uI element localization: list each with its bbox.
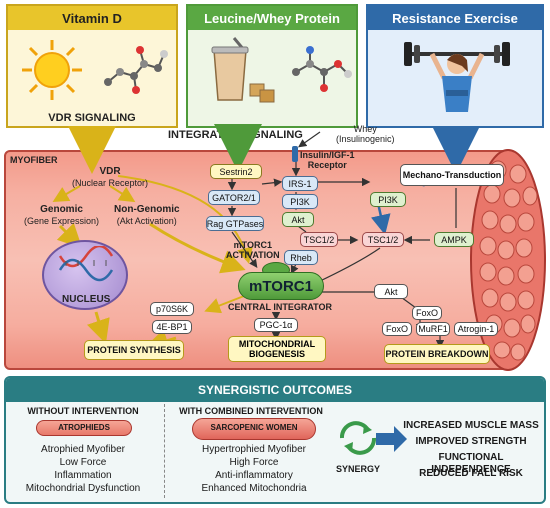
non-genomic-label: Non-Genomic (Akt Activation): [114, 204, 180, 226]
protein-synthesis-box: PROTEIN SYNTHESIS: [84, 340, 184, 360]
vdr-label: VDR (Nuclear Receptor): [72, 166, 148, 188]
synergy-cycle-icon: [340, 421, 376, 455]
mtorc1-activation-line1: mTORC1: [233, 240, 272, 250]
node-p70s6k[interactable]: p70S6K: [150, 302, 194, 316]
result-3: REDUCED FALL RISK: [419, 468, 523, 479]
with-heading: WITH COMBINED INTERVENTION: [179, 406, 323, 416]
vdr-signaling-caption: VDR SIGNALING: [48, 112, 136, 124]
without-item-3: Mitochondrial Dysfunction: [25, 483, 141, 494]
insulin-receptor-label: Insulin/IGF-1 Receptor: [300, 150, 355, 171]
node-rag-gtpases[interactable]: Rag GTPases: [206, 216, 264, 231]
node-atrogin1[interactable]: Atrogin-1: [454, 322, 498, 336]
node-tsc-right[interactable]: TSC1/2: [362, 232, 404, 247]
genomic-label: Genomic (Gene Expression): [24, 204, 99, 226]
vdr-sub: (Nuclear Receptor): [72, 177, 149, 188]
vdr-title: VDR: [99, 166, 121, 177]
synergy-label: SYNERGY: [335, 464, 380, 474]
whey-title: Whey: [353, 124, 377, 134]
result-0: INCREASED MUSCLE MASS: [403, 420, 539, 431]
exercise-title: Resistance Exercise: [368, 6, 542, 30]
protein-breakdown-box: PROTEIN BREAKDOWN: [384, 344, 490, 364]
vitamin-d-title: Vitamin D: [8, 6, 176, 30]
leucine-title: Leucine/Whey Protein: [188, 6, 356, 30]
non-genomic-sub: (Akt Activation): [116, 215, 177, 226]
mtorc1-activation-line2: ACTIVATION: [226, 250, 280, 261]
mito-line1: MITOCHONDRIAL: [238, 339, 316, 349]
weightlifter-icon: [404, 42, 510, 112]
exercise-panel: Resistance Exercise: [366, 4, 544, 128]
dna-icon: [58, 246, 114, 282]
genomic-title: Genomic: [40, 204, 83, 215]
outcomes-panel: SYNERGISTIC OUTCOMES: [4, 376, 546, 504]
node-irs1[interactable]: IRS-1: [282, 176, 318, 191]
divider: [164, 404, 165, 498]
insulin-receptor-title: Insulin/IGF-1: [300, 150, 355, 160]
mtorc1-activation-label: mTORC1 ACTIVATION: [226, 240, 280, 261]
without-item-2: Inflammation: [54, 470, 112, 481]
node-pi3k-right[interactable]: PI3K: [370, 192, 406, 207]
mito-box: MITOCHONDRIAL BIOGENESIS: [228, 336, 326, 362]
node-mechano-transduction[interactable]: Mechano-Transduction: [400, 164, 504, 186]
node-foxo[interactable]: FoxO: [382, 322, 412, 336]
myofiber-label: MYOFIBER: [10, 155, 58, 165]
node-rheb[interactable]: Rheb: [284, 250, 318, 265]
sun-icon: [22, 40, 82, 100]
shake-cup-icon: [211, 37, 275, 103]
atrophied-fiber: [36, 420, 132, 436]
without-heading: WITHOUT INTERVENTION: [27, 406, 139, 416]
node-pi3k-left[interactable]: PI3K: [282, 194, 318, 209]
atrophied-badge: ATROPHIEDS: [58, 423, 110, 432]
node-ampk[interactable]: AMPK: [434, 232, 474, 247]
molecule-icon: [104, 46, 168, 94]
without-item-0: Atrophied Myofiber: [41, 444, 125, 455]
whey-sub: (Insulinogenic): [336, 134, 395, 145]
amino-acid-molecule-icon: [292, 46, 352, 92]
result-2: FUNCTIONAL INDEPENDENCE: [431, 452, 511, 475]
without-item-1: Low Force: [59, 457, 107, 468]
sarcopenic-badge: SARCOPENIC WOMEN: [210, 423, 298, 432]
with-item-2: Anti-inflammatory: [215, 470, 293, 481]
node-gator[interactable]: GATOR2/1: [208, 190, 260, 205]
leucine-panel: Leucine/Whey Protein: [186, 4, 358, 128]
myofiber-crosssection: [470, 149, 546, 371]
node-sestrin2[interactable]: Sestrin2: [210, 164, 262, 179]
non-genomic-title: Non-Genomic: [114, 204, 180, 215]
node-akt[interactable]: Akt: [282, 212, 314, 227]
node-akt-right[interactable]: Akt: [374, 284, 408, 299]
with-item-0: Hypertrophied Myofiber: [202, 444, 306, 455]
node-4ebp1[interactable]: 4E-BP1: [152, 320, 192, 334]
mtorc1-complex[interactable]: mTORC1: [238, 272, 324, 300]
node-pgc1a[interactable]: PGC-1α: [254, 318, 298, 332]
node-murf1[interactable]: MuRF1: [416, 322, 450, 336]
vitamin-d-panel: Vitamin D VDR SIGNALING: [6, 4, 178, 128]
node-tsc-left[interactable]: TSC1/2: [300, 232, 338, 247]
result-arrow-icon: [376, 426, 407, 452]
with-item-3: Enhanced Mitochondria: [201, 483, 307, 494]
result-1: IMPROVED STRENGTH: [415, 436, 527, 447]
nucleus: [42, 240, 128, 310]
insulin-receptor-marker: [292, 146, 298, 162]
with-item-1: High Force: [229, 457, 279, 468]
hypertrophied-fiber: [192, 418, 316, 440]
central-integrator-label: CENTRAL INTEGRATOR: [228, 302, 333, 312]
genomic-sub: (Gene Expression): [24, 215, 100, 226]
nucleus-label: NUCLEUS: [62, 294, 111, 305]
outcomes-title: SYNERGISTIC OUTCOMES: [6, 378, 544, 402]
mito-line2: BIOGENESIS: [248, 349, 305, 360]
insulin-receptor-sub: Receptor: [307, 160, 347, 171]
node-foxo-top[interactable]: FoxO: [412, 306, 442, 320]
whey-label: Whey (Insulinogenic): [336, 124, 395, 145]
